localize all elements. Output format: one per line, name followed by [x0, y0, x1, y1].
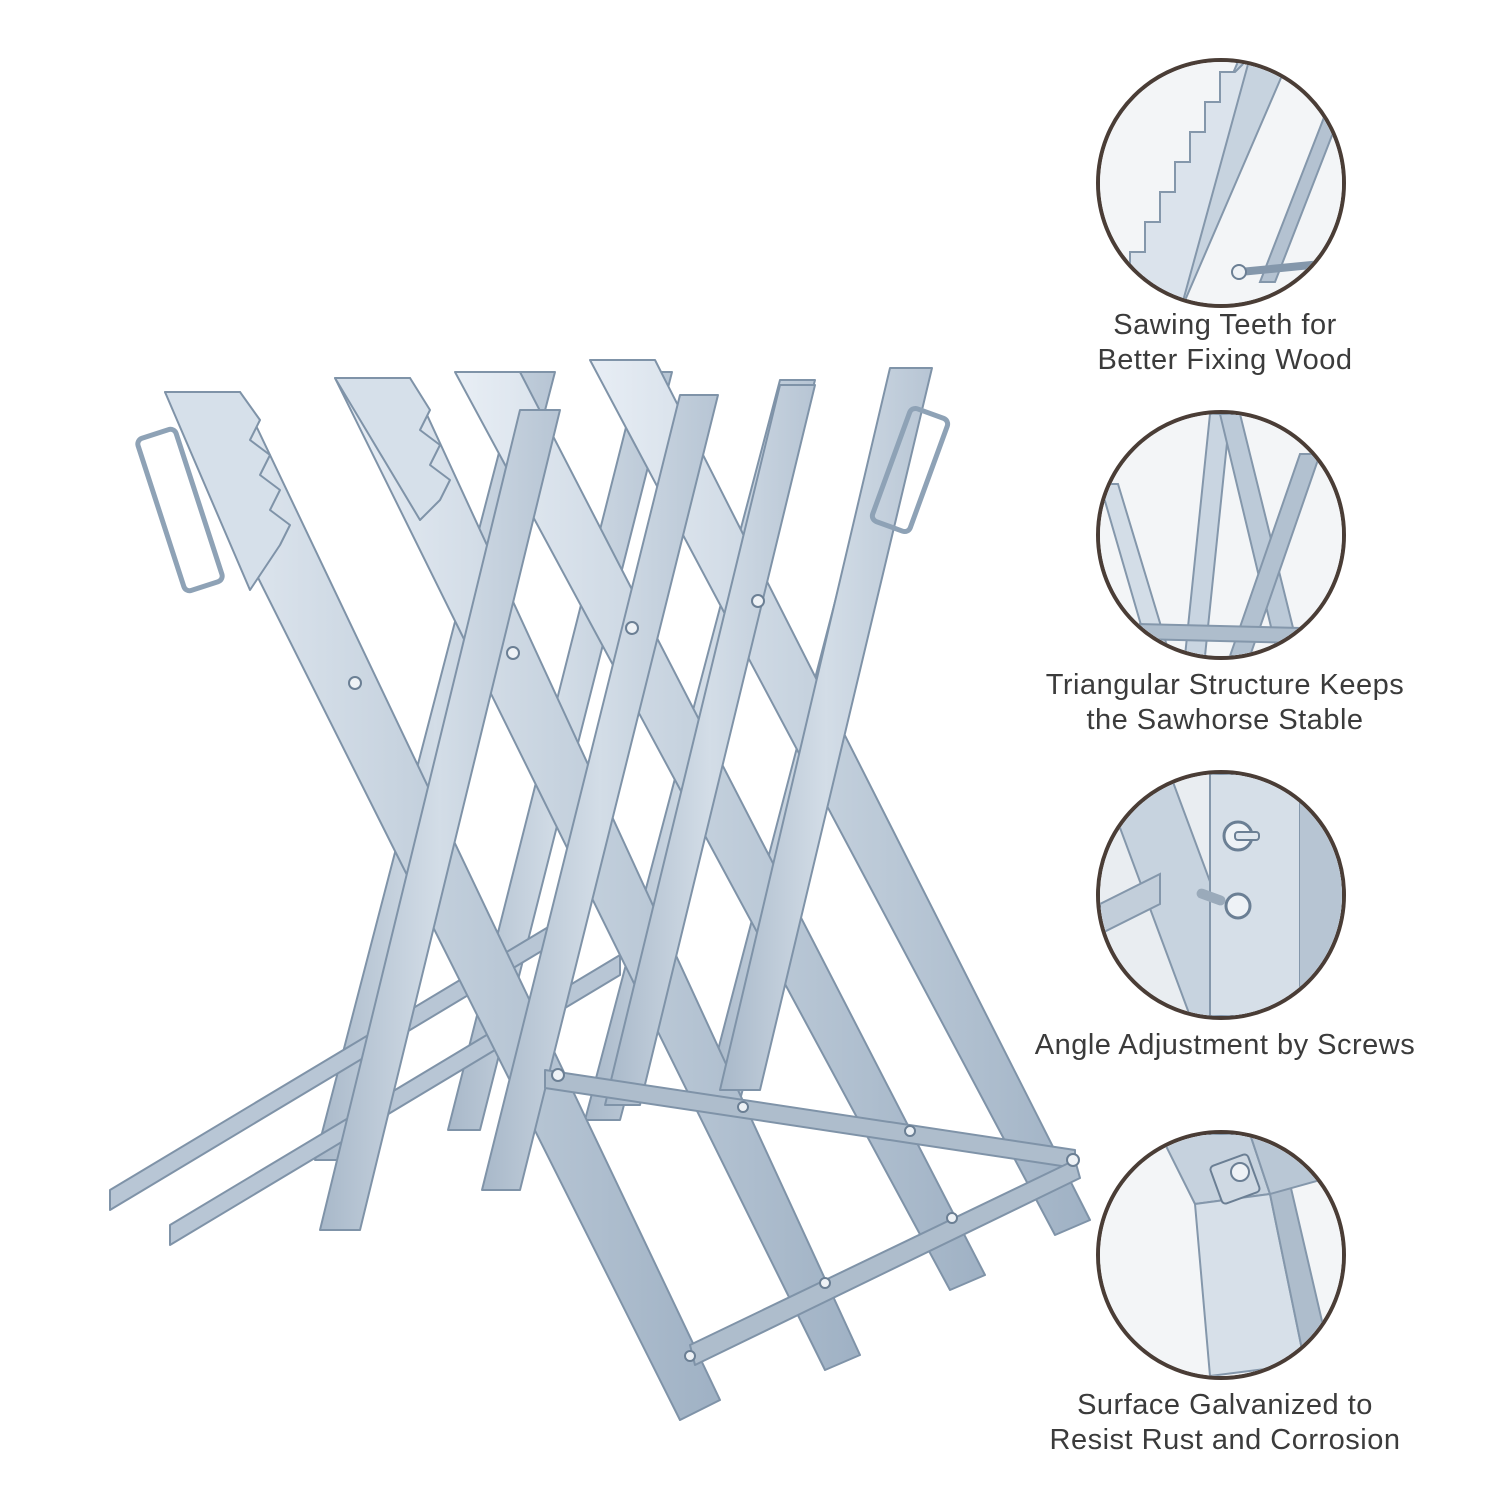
- feature-circle-4: [1096, 1130, 1346, 1380]
- sawing-teeth-icon: [1100, 62, 1342, 304]
- feature-caption-1: Sawing Teeth for Better Fixing Wood: [995, 308, 1455, 378]
- feature-caption-1-line2: Better Fixing Wood: [1097, 344, 1353, 376]
- feature-caption-3: Angle Adjustment by Screws: [995, 1028, 1455, 1063]
- feature-circle-3: [1096, 770, 1346, 1020]
- adjustment-screws-icon: [1100, 774, 1342, 1016]
- feature-caption-4: Surface Galvanized to Resist Rust and Co…: [995, 1388, 1455, 1458]
- feature-circle-1: [1096, 58, 1346, 308]
- feature-caption-3-line1: Angle Adjustment by Screws: [1034, 1029, 1416, 1061]
- feature-circle-2: [1096, 410, 1346, 660]
- feature-caption-4-line1: Surface Galvanized to: [1077, 1389, 1373, 1421]
- sawhorse-product-image: [109, 359, 1091, 1421]
- feature-caption-2-line1: Triangular Structure Keeps: [1045, 669, 1405, 701]
- feature-caption-2-line2: the Sawhorse Stable: [1086, 704, 1364, 736]
- triangular-structure-icon: [1100, 414, 1342, 656]
- feature-caption-1-line1: Sawing Teeth for: [1113, 309, 1337, 341]
- feature-caption-2: Triangular Structure Keeps the Sawhorse …: [995, 668, 1455, 738]
- galvanized-surface-icon: [1100, 1134, 1342, 1376]
- feature-caption-4-line2: Resist Rust and Corrosion: [1049, 1424, 1401, 1456]
